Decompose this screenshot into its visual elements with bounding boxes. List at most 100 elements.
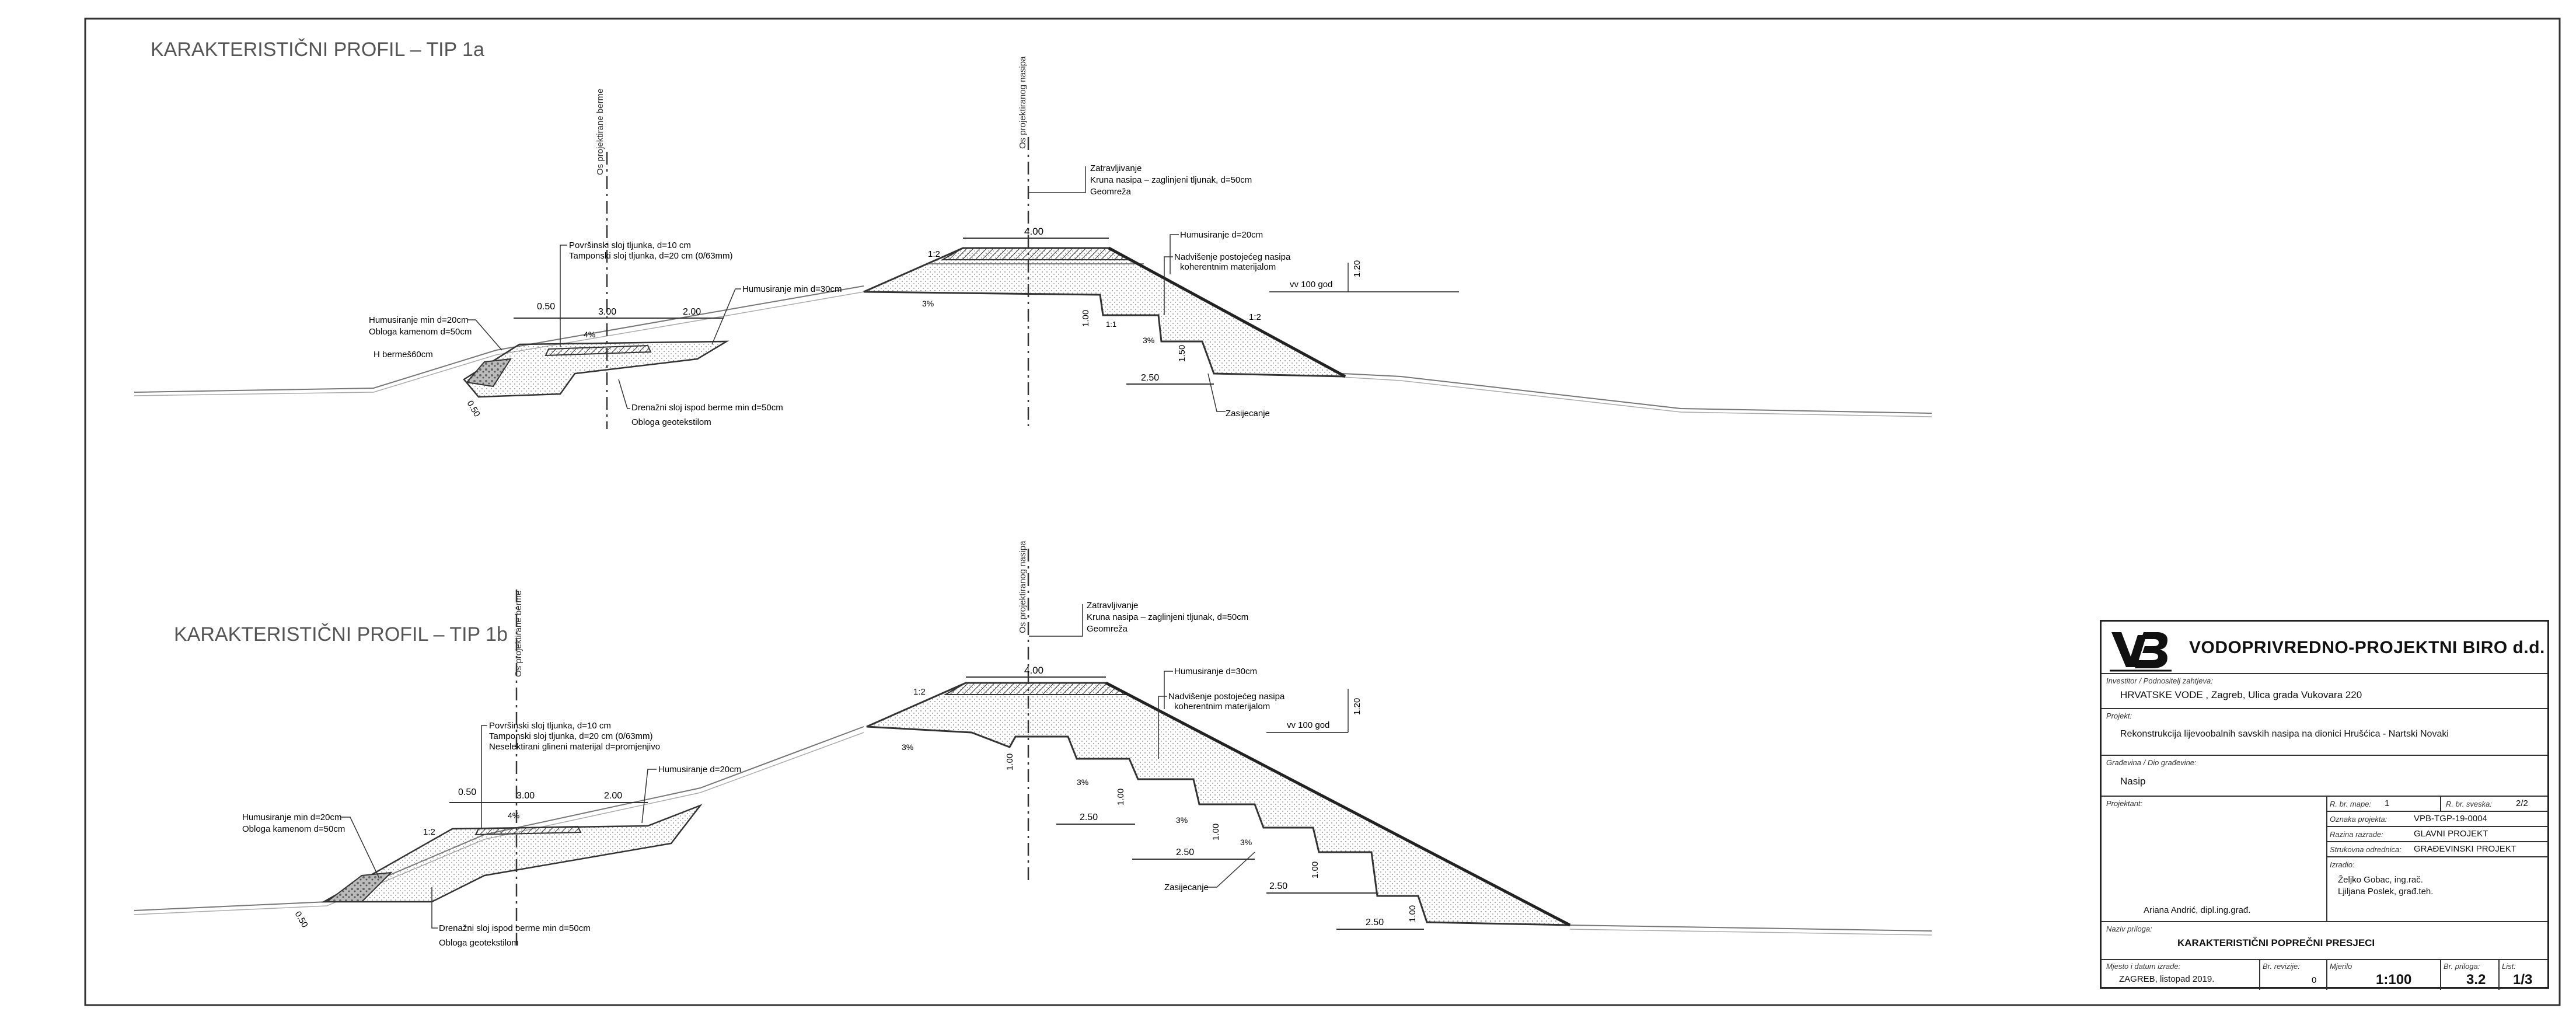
stone-lining-b	[325, 871, 393, 902]
raise-label-b2: koherentnim materijalom	[1174, 702, 1270, 711]
berm-label-2: Tamponski sloj tljunka, d=20 cm (0/63mm)	[569, 251, 733, 261]
profile-1b-title: KARAKTERISTIČNI PROFIL – TIP 1b	[174, 623, 508, 646]
appendix-label: Br. priloga:	[2444, 962, 2480, 971]
drain-label-2: Obloga geotekstilom	[631, 417, 711, 427]
revision-value: 0	[2312, 975, 2317, 985]
berm-axis-label-b: Os projektirane berme	[514, 591, 523, 677]
stone-lining	[466, 358, 512, 388]
dim-width-b3: 2.50	[1269, 881, 1287, 891]
place-value: ZAGREB, listopad 2019.	[2119, 974, 2215, 984]
made-value-2: Ljiljana Poslek, građ.teh.	[2338, 887, 2434, 897]
berm-gravel-layer-b	[474, 825, 582, 836]
profile-1a-title: KARAKTERISTIČNI PROFIL – TIP 1a	[151, 39, 484, 61]
outer-slope-b	[1105, 681, 1571, 927]
cut-label: Zasijecanje	[1226, 409, 1270, 418]
berm-label-b1: Površinski sloj tljunka, d=10 cm	[489, 721, 611, 731]
ground-line-left-b2	[134, 732, 864, 915]
made-value-1: Željko Gobac, ing.rač.	[2338, 875, 2423, 885]
code-label: Oznaka projekta:	[2330, 815, 2387, 824]
dim-crown-width-b: 4.00	[1024, 665, 1043, 676]
company-logo	[2110, 632, 2172, 672]
slope-step-1: 3%	[922, 299, 934, 308]
raise-label-1: Nadvišenje postojećeg nasipa	[1174, 252, 1291, 262]
slope-step-b3: 3%	[1176, 815, 1188, 825]
crown-label-b1: Zatravljivanje	[1087, 601, 1138, 611]
slope-left-b: 1:2	[423, 827, 435, 837]
water-level: vv 100 god	[1290, 280, 1332, 289]
crown-layer	[940, 247, 1132, 260]
investor-value: HRVATSKE VODE , Zagreb, Ulica grada Vuko…	[2120, 689, 2362, 700]
code-value: VPB-TGP-19-0004	[2414, 814, 2487, 824]
slope-step-b2: 3%	[1077, 777, 1088, 787]
slope-step-b4: 3%	[1240, 838, 1252, 847]
humus-right-label: Humusiranje d=20cm	[1180, 230, 1263, 240]
sheet-label: List:	[2502, 962, 2516, 971]
building-value: Nasip	[2120, 776, 2146, 787]
drain-label-1: Drenažni sloj ispod berme min d=50cm	[631, 403, 783, 413]
crown-label-b2: Kruna nasipa – zaglinjeni tljunak, d=50c…	[1087, 612, 1248, 622]
sheet-value: 1/3	[2513, 972, 2533, 988]
crown-label-2: Kruna nasipa – zaglinjeni tljunak, d=50c…	[1090, 175, 1252, 185]
dim-berm-a: 0.50	[537, 302, 555, 312]
dim-width-b1: 2.50	[1080, 812, 1098, 822]
dim-berm-b: 3.00	[598, 307, 616, 317]
place-label: Mjesto i datum izrade:	[2106, 962, 2181, 971]
berm-label-b3: Neselektirani glineni materijal d=promje…	[489, 742, 660, 752]
slope-inner-b: 1:2	[913, 687, 926, 697]
water-level-b: vv 100 god	[1287, 720, 1329, 730]
dim-width-b4: 2.50	[1366, 918, 1384, 927]
made-label: Izradio:	[2330, 860, 2355, 869]
dim-width-b2: 2.50	[1176, 847, 1194, 857]
raise-label-b1: Nadvišenje postojećeg nasipa	[1168, 692, 1285, 702]
ground-line-left-2	[134, 291, 864, 396]
left-label-2: Obloga kamenom d=50cm	[369, 327, 472, 337]
appendix-value: 3.2	[2466, 972, 2486, 988]
discipline-value: GRAĐEVINSKI PROJEKT	[2414, 844, 2516, 854]
sheet-name-value: KARAKTERISTIČNI POPREČNI PRESJECI	[2177, 937, 2375, 948]
slope-step-b1: 3%	[902, 742, 913, 752]
dim-berm-foot: 0.50	[465, 399, 482, 419]
revision-label: Br. revizije:	[2263, 962, 2300, 971]
investor-label: Investitor / Podnositelj zahtjeva:	[2106, 676, 2213, 685]
cut-label-b: Zasijecanje	[1164, 883, 1209, 892]
drain-label-b2: Obloga geotekstilom	[439, 938, 519, 948]
discipline-label: Strukovna odrednica:	[2330, 845, 2402, 854]
company-name: VODOPRIVREDNO-PROJEKTNI BIRO d.d.	[2189, 638, 2545, 657]
ground-line-left	[134, 285, 864, 393]
profile-1b: KARAKTERISTIČNI PROFIL – TIP 1b Os proje…	[134, 540, 1932, 948]
sheet-frame	[84, 18, 2561, 1006]
map-value: 1	[2385, 798, 2390, 808]
raise-label-2: koherentnim materijalom	[1180, 262, 1276, 272]
building-label: Građevina / Dio građevine:	[2106, 758, 2197, 767]
volume-value: 2/2	[2516, 798, 2528, 808]
sheet-name-label: Naziv priloga:	[2106, 925, 2152, 933]
berm-axis-label: Os projektirane berme	[595, 89, 605, 175]
dim-step-1: 1.00	[1081, 310, 1091, 327]
project-value: Rekonstrukcija lijevoobalnih savskih nas…	[2120, 729, 2449, 739]
scale-label: Mjerilo	[2330, 962, 2352, 971]
dim-step-b2: 1.00	[1116, 789, 1126, 805]
dim-step-b3: 1.00	[1211, 824, 1221, 840]
designer-value: Ariana Andrić, dipl.ing.građ.	[2144, 905, 2251, 915]
crown-label-1: Zatravljivanje	[1090, 163, 1142, 173]
drain-label-b1: Drenažni sloj ispod berme min d=50cm	[439, 923, 591, 933]
dim-step-b1: 1.00	[1005, 754, 1015, 770]
dim-berm-c: 2.00	[683, 307, 701, 317]
crown-label-3: Geomreža	[1090, 187, 1132, 197]
dim-berm-b-a: 0.50	[458, 787, 476, 797]
crown-layer-b	[943, 682, 1129, 695]
berm-label-1: Površinski sloj tljunka, d=10 cm	[569, 240, 691, 250]
left-label-1: Humusiranje min d=20cm	[369, 315, 469, 325]
h-berm-label: H bermeš60cm	[374, 350, 433, 360]
scale-value: 1:100	[2376, 972, 2412, 988]
slope-inner: 1:2	[928, 249, 940, 259]
left-label-b1: Humusiranje min d=20cm	[242, 812, 342, 822]
berm-body	[463, 340, 729, 398]
humus-right-label-b: Humusiranje d=30cm	[1174, 667, 1257, 676]
title-block: VODOPRIVREDNO-PROJEKTNI BIRO d.d. Invest…	[2100, 620, 2549, 990]
left-label-b2: Obloga kamenom d=50cm	[242, 824, 345, 834]
slope-outer: 1:2	[1249, 312, 1261, 322]
crown-label-b3: Geomreža	[1087, 624, 1128, 634]
ground-line-right	[1342, 373, 1932, 414]
